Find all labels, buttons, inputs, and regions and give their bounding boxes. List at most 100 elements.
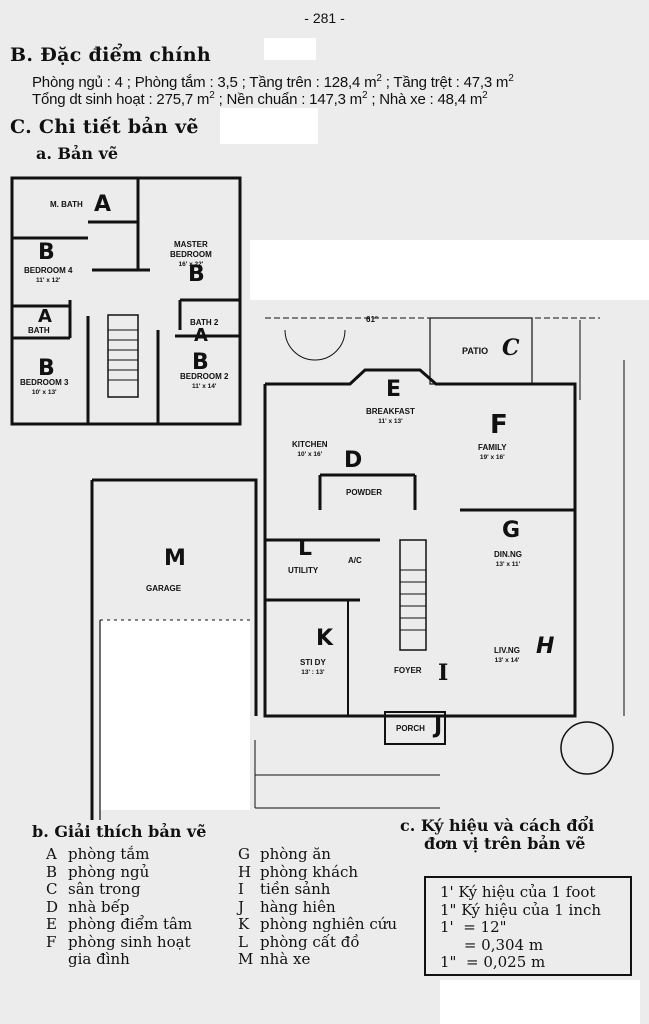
room-label-porch: PORCH — [396, 724, 425, 733]
room-label-kitchen: KITCHEN 10' x 16' — [292, 440, 328, 460]
spec-upper-value: 128,4 m — [323, 74, 377, 91]
conversion-heading-line2: đơn vị trên bản vẽ — [424, 834, 586, 853]
room-letter-g: G — [502, 518, 521, 543]
spec-line-2: Tổng dt sinh hoạt : 275,7 m2 ; Nền chuẩn… — [32, 87, 488, 108]
spec-base-value: 147,3 m — [309, 91, 362, 108]
room-dim: 13' x 14' — [494, 657, 520, 664]
label-line: LIV.NG — [494, 646, 520, 655]
room-label-powder: POWDER — [346, 488, 382, 497]
room-letter-a: A — [194, 325, 208, 346]
room-letter-b: B — [38, 240, 55, 265]
room-label-bath-2: BATH 2 — [190, 318, 219, 327]
legend-text: phòng điểm tâm — [68, 915, 193, 933]
room-label-bath: BATH — [28, 326, 50, 335]
legend-text: tiền sảnh — [260, 880, 331, 898]
room-dim: 16' x 22' — [178, 261, 204, 268]
spec-living-label: Tổng dt sinh hoạt : — [32, 91, 157, 108]
room-letter-a: A — [38, 306, 52, 327]
room-dim: 13' : 13' — [301, 669, 325, 676]
label-line: FAMILY — [478, 443, 507, 452]
room-label-bedroom-4: BEDROOM 4 11' x 12' — [24, 266, 72, 286]
room-label-garage: GARAGE — [146, 584, 182, 593]
legend-code: E — [46, 915, 57, 933]
room-dim: 13' x 11' — [495, 561, 521, 568]
spec-ground-value: 47,3 m — [463, 74, 509, 91]
legend-code: L — [238, 932, 248, 951]
conversion-line: 1" Ký hiệu của 1 inch — [440, 900, 602, 919]
room-label-ac: A/C — [348, 556, 362, 565]
legend-code: I — [238, 880, 244, 898]
room-letter-b: B — [192, 350, 209, 375]
label-line: DIN.NG — [494, 550, 522, 559]
white-patch — [100, 620, 250, 810]
sup: 2 — [209, 90, 215, 101]
room-letter-i: I — [438, 660, 449, 686]
legend-text: phòng ăn — [260, 845, 331, 863]
room-label-master-bedroom: MASTER BEDROOM 16' x 22' — [170, 240, 212, 270]
legend-code: B — [46, 862, 58, 881]
angle-label: 61° — [366, 315, 379, 324]
room-letter-l: L — [298, 536, 313, 561]
label-line: STI DY — [300, 658, 326, 667]
conversion-line: 1" = 0,025 m — [440, 953, 546, 971]
sup: 2 — [482, 90, 488, 101]
white-patch — [250, 240, 649, 300]
spec-living-value: 275,7 m — [156, 91, 210, 108]
spec-baths-value: 3,5 — [217, 74, 238, 91]
label-line: BEDROOM 2 — [180, 372, 229, 381]
spec-base-label: ; Nền chuẩn : — [214, 91, 310, 108]
label-line: MASTER — [174, 240, 208, 249]
room-letter-m: M — [164, 546, 186, 571]
room-letter-h: H — [536, 634, 555, 659]
legend-text: phòng ngủ — [68, 862, 150, 881]
legend-text: nhà bếp — [68, 897, 130, 916]
white-patch — [264, 38, 316, 60]
legend-code: G — [238, 845, 250, 863]
legend-text: phòng nghiên cứu — [260, 915, 398, 933]
spec-upper-label: ; Tầng trên : — [237, 74, 324, 91]
legend-item: gia đình — [46, 950, 192, 969]
conversion-line: = 0,304 m — [440, 935, 544, 954]
spec-garage-value: 48,4 m — [437, 91, 483, 108]
legend-code: H — [238, 862, 252, 881]
room-label-bedroom-2: BEDROOM 2 11' x 14' — [180, 372, 228, 392]
legend-code: J — [238, 897, 245, 916]
legend-code: F — [46, 932, 57, 951]
label-line: BEDROOM — [170, 250, 212, 259]
legend-text: sân trong — [68, 880, 141, 898]
room-dim: 10' x 16' — [297, 451, 323, 458]
conversion-box: 1' Ký hiệu của 1 foot 1" Ký hiệu của 1 i… — [424, 876, 632, 976]
legend-text: gia đình — [68, 950, 130, 968]
legend-text: phòng tắm — [68, 845, 150, 863]
page-number: - 281 - — [304, 10, 345, 26]
room-letter-e: E — [386, 377, 402, 402]
label-line: KITCHEN — [292, 440, 328, 449]
room-letter-b: B — [38, 356, 55, 381]
room-label-foyer: FOYER — [394, 666, 422, 675]
label-line: BEDROOM 3 — [20, 378, 69, 387]
legend-code: K — [238, 915, 250, 933]
legend-text: nhà xe — [260, 950, 311, 968]
room-letter-k: K — [316, 626, 334, 651]
legend-code: C — [46, 880, 58, 898]
room-label-m-bath: M. BATH — [50, 200, 83, 209]
room-dim: 11' x 12' — [36, 277, 61, 284]
label-line: BEDROOM 4 — [24, 266, 73, 275]
spec-baths-label: ; Phòng tắm : — [122, 74, 218, 91]
room-letter-b: B — [188, 262, 205, 287]
spec-bedrooms-value: 4 — [114, 74, 123, 91]
room-dim: 11' x 14' — [192, 383, 217, 390]
legend-text: phòng sinh hoạt — [68, 932, 191, 951]
legend-heading: b. Giải thích bản vẽ — [32, 822, 207, 841]
